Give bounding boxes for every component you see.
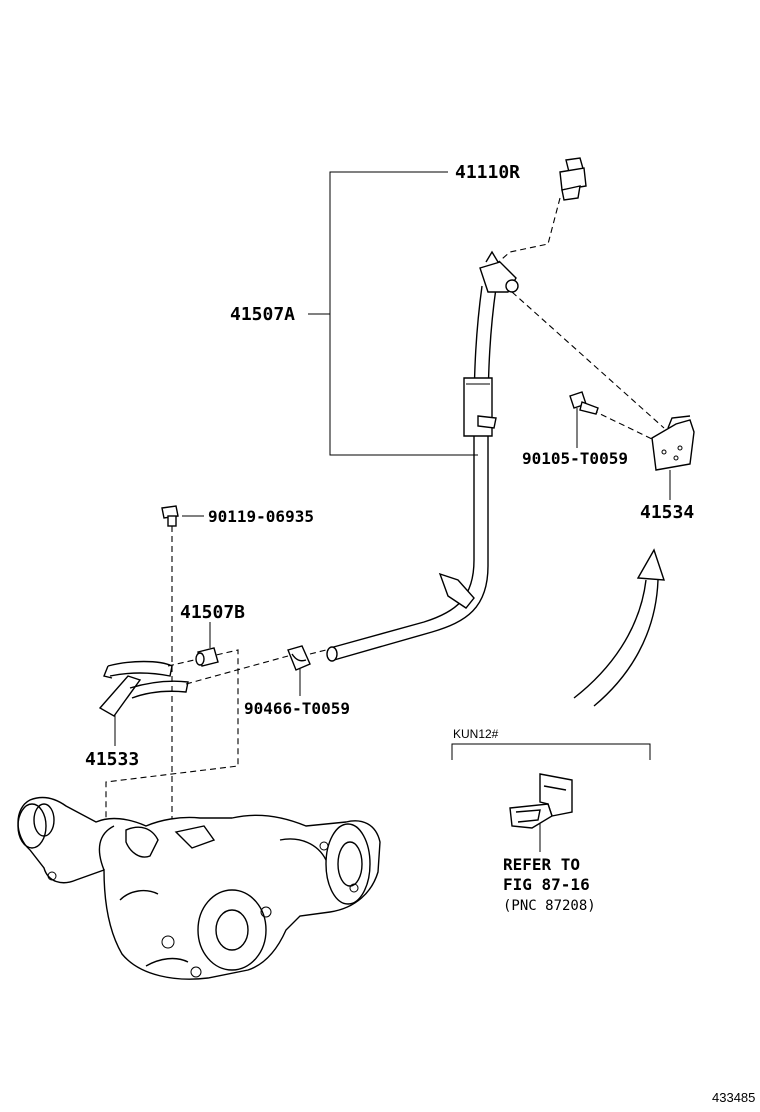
breather-hose: [326, 250, 519, 662]
label-41507a: 41507A: [230, 304, 295, 325]
label-41534: 41534: [640, 502, 694, 523]
bolt-90119: [161, 505, 179, 527]
referenced-bracket: [509, 773, 573, 829]
label-90105-t0059: 90105-T0059: [522, 449, 628, 468]
label-41507b: 41507B: [180, 602, 245, 623]
diagram-id: 433485: [712, 1090, 755, 1105]
label-41110r: 41110R: [455, 162, 520, 183]
direction-arrow: [573, 548, 665, 707]
bolt-90105: [569, 391, 599, 415]
plug-41507b: [195, 647, 219, 667]
bracket-41534: [651, 415, 695, 471]
label-refer-line1: REFER TO: [503, 855, 580, 874]
label-90466-t0059: 90466-T0059: [244, 699, 350, 718]
bracket-41533: [98, 660, 189, 717]
leader-lines: [114, 171, 671, 852]
clip-90466: [287, 645, 311, 671]
label-90119-06935: 90119-06935: [208, 507, 314, 526]
label-refer-line3: (PNC 87208): [503, 898, 596, 914]
label-variant-kun12: KUN12#: [453, 727, 499, 741]
assembly-dashed-lines: [105, 197, 665, 903]
breather-plug-41110r: [559, 157, 587, 201]
differential-housing: [17, 796, 381, 980]
label-refer-line2: FIG 87-16: [503, 875, 590, 894]
label-41533: 41533: [85, 749, 139, 770]
